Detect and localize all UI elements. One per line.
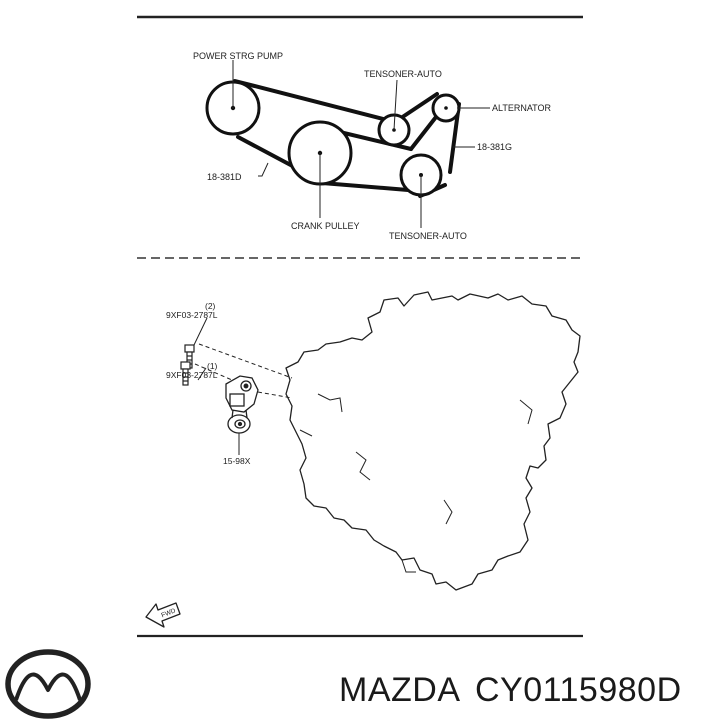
engine-details <box>299 393 533 573</box>
power-steering-pump-label: POWER STRG PUMP <box>193 51 283 61</box>
alternator-pulley <box>431 93 461 123</box>
belt-routing-diagram: POWER STRG PUMP TENSONER-AUTO ALTERNATOR… <box>193 51 552 241</box>
bolt-1-part-number: 9XF03-2787L <box>166 370 218 380</box>
tensioner-auto-bottom-label: TENSONER-AUTO <box>389 231 467 241</box>
crank-pulley-label: CRANK PULLEY <box>291 221 360 231</box>
belt-g-label: 18-381G <box>477 142 512 152</box>
part-number: CY0115980D <box>475 671 682 709</box>
forward-direction-arrow: FWD <box>145 602 181 628</box>
auto-tensioner-assembly <box>225 375 259 434</box>
bolt-2-part-number: 9XF03-2787L <box>166 310 218 320</box>
mazda-logo <box>5 649 91 719</box>
engine-location-diagram: (2) 9XF03-2787L (1) 9XF03-2787L 15-98X F… <box>145 291 581 628</box>
engine-outline <box>285 291 581 591</box>
tensioner-auto-top-label: TENSONER-AUTO <box>364 69 442 79</box>
bolt-2-callout: (2) <box>205 301 216 311</box>
engine-leader-lines <box>193 317 240 455</box>
bolt-1 <box>180 361 191 386</box>
brand-name: MAZDA <box>339 671 461 709</box>
leader-lines <box>232 60 490 228</box>
bolt-1-callout: (1) <box>207 361 218 371</box>
alignment-lines <box>194 343 293 399</box>
bolt-2 <box>184 344 195 369</box>
alternator-label: ALTERNATOR <box>492 103 552 113</box>
tensioner-part-number: 15-98X <box>223 456 251 466</box>
belt-d-label: 18-381D <box>207 172 242 182</box>
